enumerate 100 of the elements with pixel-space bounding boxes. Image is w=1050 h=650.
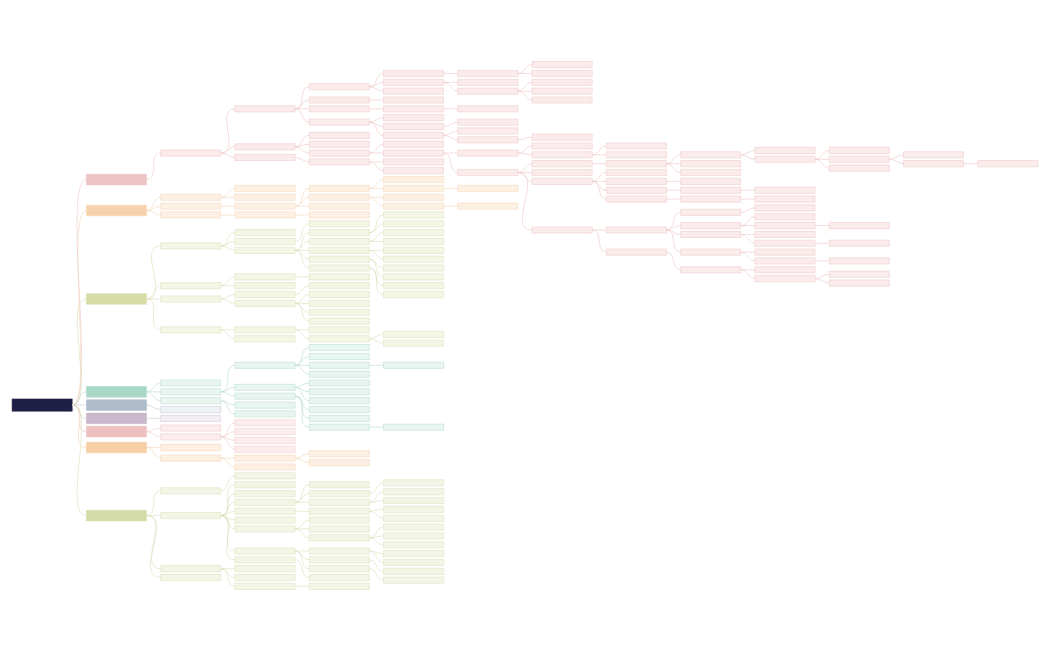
node-box bbox=[234, 299, 296, 307]
node-box bbox=[308, 414, 370, 422]
node-box bbox=[160, 424, 222, 431]
node-box bbox=[680, 150, 742, 158]
connector bbox=[369, 143, 384, 153]
node-box bbox=[308, 489, 370, 497]
node-box bbox=[86, 385, 147, 397]
node-box bbox=[234, 427, 296, 435]
node-box bbox=[234, 471, 296, 479]
node-box bbox=[531, 150, 593, 158]
connector bbox=[146, 298, 161, 330]
connector bbox=[591, 171, 607, 182]
connector bbox=[294, 99, 310, 109]
node-box bbox=[531, 60, 593, 68]
connector bbox=[220, 187, 236, 198]
node-box bbox=[234, 273, 296, 280]
node-box bbox=[308, 96, 370, 103]
node-box bbox=[308, 352, 370, 360]
connector bbox=[294, 293, 310, 304]
node-box bbox=[383, 273, 444, 280]
node-box bbox=[383, 532, 444, 539]
node-box bbox=[234, 334, 296, 342]
node-box bbox=[160, 281, 222, 289]
node-box bbox=[680, 195, 742, 202]
node-box bbox=[531, 226, 593, 233]
connector bbox=[220, 196, 236, 198]
node-box bbox=[234, 410, 296, 417]
node-box bbox=[160, 414, 222, 422]
connector bbox=[517, 63, 533, 74]
connector bbox=[294, 249, 310, 268]
node-box bbox=[308, 370, 370, 377]
connector bbox=[294, 240, 310, 251]
connector bbox=[369, 559, 384, 572]
node-box bbox=[308, 334, 370, 342]
node-box bbox=[754, 274, 816, 282]
connector bbox=[294, 382, 310, 388]
connector bbox=[369, 490, 384, 503]
connector bbox=[294, 457, 310, 463]
node-box bbox=[234, 516, 296, 523]
node-box bbox=[457, 135, 519, 143]
node-box bbox=[828, 239, 890, 247]
node-box bbox=[234, 237, 296, 245]
node-box bbox=[308, 299, 370, 307]
connector bbox=[666, 224, 681, 230]
connector bbox=[889, 154, 904, 160]
node-box bbox=[308, 193, 370, 201]
node-box bbox=[308, 458, 370, 466]
connector bbox=[220, 399, 236, 414]
node-box bbox=[754, 155, 816, 163]
node-box bbox=[234, 573, 296, 581]
node-box bbox=[308, 387, 370, 395]
node-box bbox=[754, 239, 816, 247]
node-box bbox=[383, 246, 444, 254]
node-box bbox=[680, 208, 742, 216]
node-box bbox=[160, 564, 222, 572]
connector bbox=[294, 134, 310, 147]
node-box bbox=[383, 330, 444, 338]
connector bbox=[369, 178, 384, 189]
node-box bbox=[383, 193, 444, 201]
node-box bbox=[308, 498, 370, 506]
connector bbox=[443, 187, 459, 189]
node-box bbox=[308, 105, 370, 112]
node-box bbox=[160, 511, 222, 519]
connector bbox=[220, 391, 236, 397]
node-box bbox=[457, 184, 519, 192]
node-box bbox=[308, 237, 370, 245]
node-box bbox=[234, 153, 296, 161]
node-box bbox=[457, 149, 519, 156]
node-box bbox=[86, 425, 147, 437]
connector bbox=[666, 229, 681, 252]
connector bbox=[517, 171, 533, 230]
node-box bbox=[383, 361, 444, 369]
node-box bbox=[383, 87, 444, 95]
connector bbox=[517, 136, 533, 140]
node-box bbox=[680, 186, 742, 194]
node-box bbox=[234, 555, 296, 563]
node-box bbox=[754, 186, 816, 194]
node-box bbox=[234, 143, 296, 150]
connector bbox=[294, 146, 310, 153]
connector bbox=[294, 550, 310, 569]
node-box bbox=[383, 549, 444, 557]
node-box bbox=[383, 122, 444, 130]
connector bbox=[294, 85, 310, 109]
connector bbox=[517, 81, 533, 91]
node-box bbox=[308, 507, 370, 515]
node-box bbox=[308, 184, 370, 192]
connector bbox=[220, 293, 236, 299]
node-box bbox=[531, 69, 593, 77]
node-box bbox=[234, 281, 296, 289]
connector bbox=[220, 567, 236, 587]
node-box bbox=[531, 159, 593, 167]
connector bbox=[740, 149, 756, 155]
node-box bbox=[308, 140, 370, 148]
node-box bbox=[606, 142, 667, 149]
node-box bbox=[606, 226, 667, 233]
connector bbox=[591, 145, 607, 155]
node-box bbox=[160, 295, 222, 302]
node-box bbox=[457, 118, 519, 125]
connector bbox=[369, 482, 384, 494]
node-box bbox=[383, 78, 444, 86]
